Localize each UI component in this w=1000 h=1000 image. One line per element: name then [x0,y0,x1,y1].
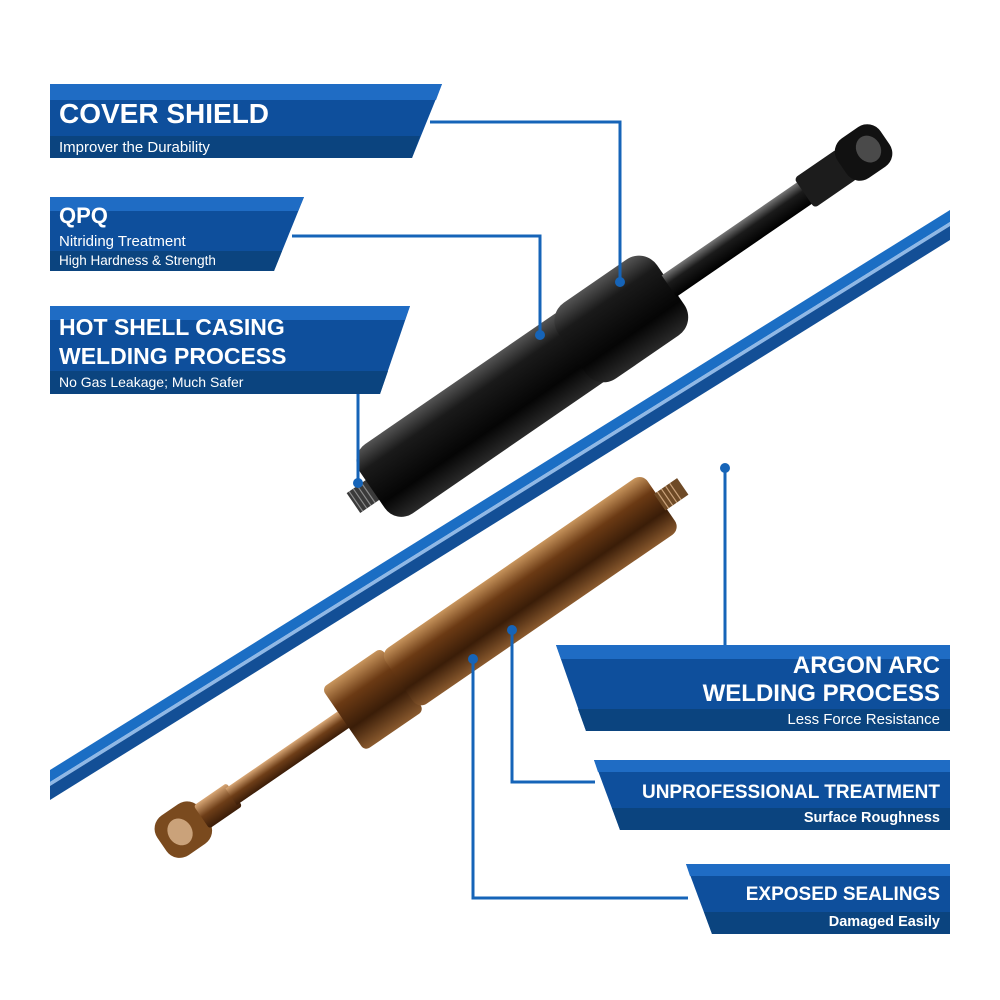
unprofessional-title: UNPROFESSIONAL TREATMENT [641,782,940,803]
black-gas-strut [346,124,893,517]
callout-lines [292,120,727,900]
argon-arc-subtitle: Less Force Resistance [787,711,940,728]
qpq-line-2: High Hardness & Strength [59,253,216,268]
banner-shape [594,760,950,830]
qpq-leader [292,234,542,335]
hot-shell-title-1: HOT SHELL CASING [59,314,285,340]
bronze-gas-strut [154,477,689,858]
callout-unprofessional: UNPROFESSIONAL TREATMENT Surface Roughne… [594,760,950,830]
cover-shield-leader [430,120,622,282]
banner-shape [50,84,442,158]
callout-qpq: QPQ Nitriding Treatment High Hardness & … [50,197,304,271]
callout-dots [353,277,730,664]
banner-shape [50,306,410,394]
callout-argon-arc: ARGON ARC WELDING PROCESS Less Force Res… [556,645,950,731]
cover-shield-title: COVER SHIELD [59,98,270,129]
hot-shell-subtitle: No Gas Leakage; Much Safer [59,374,244,390]
banner-shape [686,864,950,934]
exposed-sealings-title: EXPOSED SEALINGS [745,884,940,905]
banner-shape [556,645,950,731]
qpq-title: QPQ [59,203,108,228]
unprofessional-subtitle: Surface Roughness [803,810,940,826]
hot-shell-title-2: WELDING PROCESS [59,343,287,369]
callout-exposed-sealings: EXPOSED SEALINGS Damaged Easily [686,864,950,934]
cover-shield-subtitle: Improver the Durability [59,139,210,156]
argon-arc-title-2: WELDING PROCESS [702,680,940,707]
banner-shape [50,197,304,271]
exposed-sealings-leader [471,659,688,900]
diagonal-stripe [50,210,950,800]
exposed-sealings-subtitle: Damaged Easily [828,914,940,930]
callout-hot-shell: HOT SHELL CASING WELDING PROCESS No Gas … [50,306,410,394]
unprofessional-leader [510,630,595,784]
callout-cover-shield: COVER SHIELD Improver the Durability [50,84,442,158]
argon-arc-title-1: ARGON ARC [792,652,940,679]
qpq-line-1: Nitriding Treatment [59,233,186,250]
